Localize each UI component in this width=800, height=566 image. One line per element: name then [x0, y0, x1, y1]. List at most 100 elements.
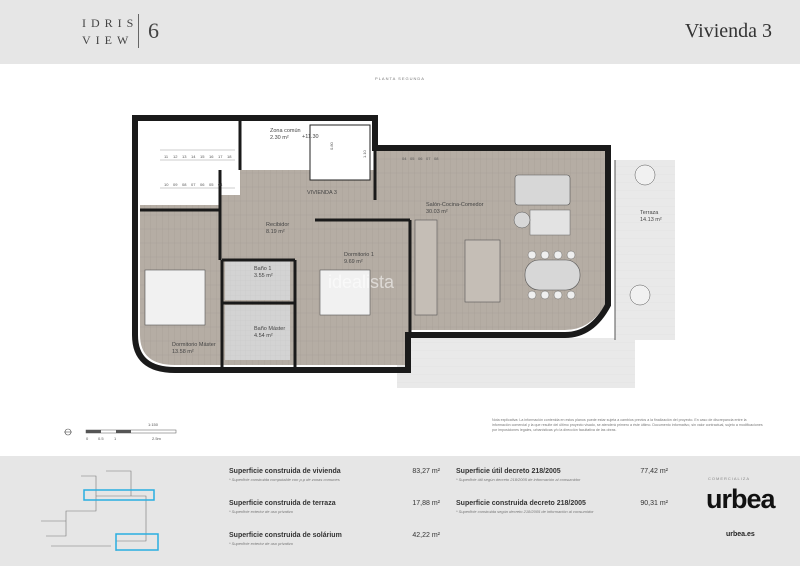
sofa — [514, 174, 571, 206]
stat-value-util-decreto: 77,42 m² — [640, 468, 668, 475]
stair-step-label: 07 — [426, 156, 431, 161]
room-name: Baño 1 — [254, 266, 272, 272]
terrace-chair-bottom — [629, 284, 651, 306]
label-common-area: Zona común 2.30 m² — [270, 128, 301, 142]
label-recibidor: Recibidor 8.19 m² — [266, 222, 289, 236]
room-area: 30.03 m² — [426, 209, 448, 216]
room-name: Baño Máster — [254, 326, 286, 332]
scale-tick-0: 0 — [86, 436, 89, 441]
stat-label: Superficie construida de vivienda — [229, 468, 341, 475]
stair-step-label: 11 — [164, 154, 169, 159]
stat-construida-solarium: Superficie construida de solárium * Supe… — [229, 532, 342, 546]
bathroom-1-floor — [225, 260, 290, 300]
kitchen-counter — [414, 219, 438, 316]
brand-line-1: IDRIS — [82, 16, 139, 30]
stair-step-label: 06 — [418, 156, 423, 161]
stair-step-label: 10 — [164, 182, 169, 187]
label-bano-1: Baño 1 3.55 m² — [254, 266, 273, 280]
idris-view-logo: IDRIS VIEW 6 — [82, 14, 172, 50]
elevator — [309, 124, 371, 181]
stair-step-label: 06 — [200, 182, 205, 187]
stat-label: Superficie útil decreto 218/2005 — [456, 468, 561, 475]
watermark: idealista — [328, 272, 395, 292]
elevator-dim-label: 0.80 — [329, 141, 334, 150]
stat-label: Superficie construida de solárium — [229, 532, 342, 539]
room-name: Zona común — [270, 128, 301, 134]
stair-step-label: 07 — [191, 182, 196, 187]
stat-util-decreto: Superficie útil decreto 218/2005 * Super… — [456, 468, 580, 482]
scale-graphic — [64, 428, 177, 436]
room-name: Dormitorio 1 — [344, 252, 374, 258]
brand-divider — [138, 14, 139, 48]
stat-label: Superficie construida decreto 218/2005 — [456, 500, 586, 507]
stat-value-construida-vivienda: 83,27 m² — [412, 468, 440, 475]
master-bed — [144, 269, 206, 326]
stair-step-label: 13 — [182, 154, 187, 159]
stat-sub: * Superficie útil según decreto 218/2005… — [456, 477, 581, 482]
stair-step-label: 04 — [402, 156, 407, 161]
urbea-logo: urbea — [706, 484, 776, 514]
stat-sub: * Superficie exterior de uso privativo — [229, 509, 294, 514]
solarium-strip — [397, 338, 635, 388]
stair-step-label: 17 — [218, 154, 223, 159]
elevator-dim-label: 1.10 — [362, 149, 367, 158]
scale-tick-3: 2.5m — [152, 436, 161, 441]
stair-step-label: 08 — [182, 182, 187, 187]
bedroom-1-bed — [319, 269, 371, 316]
stat-sub: * Superficie construida según decreto 21… — [456, 509, 594, 514]
room-area: 8.19 m² — [266, 229, 285, 236]
armchair — [513, 211, 531, 229]
room-name: Salón-Cocina-Comedor — [426, 202, 484, 208]
room-name: Terraza — [640, 210, 659, 216]
scale-tick-1: 0.5 — [98, 436, 104, 441]
outer-walls — [132, 115, 611, 373]
stair-step-label: 04 — [218, 182, 223, 187]
footer-panel — [0, 456, 800, 566]
stat-label: Superficie construida de terraza — [229, 500, 336, 507]
room-area: 9.69 m² — [344, 259, 363, 266]
unit-title: Vivienda 3 — [684, 20, 772, 42]
stat-sub: * Superficie construida computable con p… — [229, 477, 340, 482]
stair-step-label: 14 — [191, 154, 196, 159]
label-dormitorio-1: Dormitorio 1 9.69 m² — [344, 252, 374, 266]
scale-ratio: 1:150 — [148, 422, 159, 427]
brand-line-2: VIEW — [82, 33, 134, 47]
stair-step-label: 05 — [209, 182, 214, 187]
interior-walls — [140, 118, 412, 368]
unit-tag: VIVIENDA 3 — [307, 190, 337, 196]
stat-construida-vivienda: Superficie construida de vivienda * Supe… — [229, 468, 341, 482]
floor-label: PLANTA SEGUNDA — [375, 76, 425, 81]
header-bar: IDRIS VIEW 6 Vivienda 3 — [0, 0, 800, 64]
coffee-table — [529, 209, 571, 236]
stat-value-construida-solarium: 42,22 m² — [412, 532, 440, 539]
stat-sub: * Superficie exterior de uso privativo — [229, 541, 294, 546]
label-dormitorio-master: Dormitorio Máster 13.58 m² — [172, 342, 216, 356]
room-name: Dormitorio Máster — [172, 342, 216, 348]
room-area: 4.54 m² — [254, 333, 273, 340]
level-mark: +11.30 — [302, 134, 319, 140]
room-area: 2.30 m² — [270, 135, 289, 142]
building-location-thumbnail — [41, 470, 159, 551]
stair-step-label: 18 — [227, 154, 232, 159]
label-salon: Salón-Cocina-Comedor 30.03 m² — [426, 202, 483, 216]
bathroom-master-floor — [225, 305, 290, 360]
terrace-floor — [615, 160, 675, 340]
stair-step-label: 16 — [209, 154, 214, 159]
comercializa-label: COMERCIALIZA — [708, 476, 751, 481]
stair-step-label: 15 — [200, 154, 205, 159]
scale-bar: 1:150 0 0.5 1 2.5m — [62, 420, 182, 444]
dining-table — [524, 259, 581, 291]
stat-value-construida-terraza: 17,88 m² — [412, 500, 440, 507]
dining-chairs — [527, 250, 576, 300]
terrace-chair-top — [634, 164, 656, 186]
stair-core — [140, 120, 240, 195]
stat-value-construida-decreto: 90,31 m² — [640, 500, 668, 507]
stair-step-label: 09 — [173, 182, 178, 187]
brand-number: 6 — [148, 18, 159, 43]
website-link[interactable]: urbea.es — [726, 531, 755, 538]
kitchen-island — [464, 239, 501, 303]
label-bano-master: Baño Máster 4.54 m² — [254, 326, 285, 340]
stat-construida-decreto: Superficie construida decreto 218/2005 *… — [456, 500, 594, 514]
